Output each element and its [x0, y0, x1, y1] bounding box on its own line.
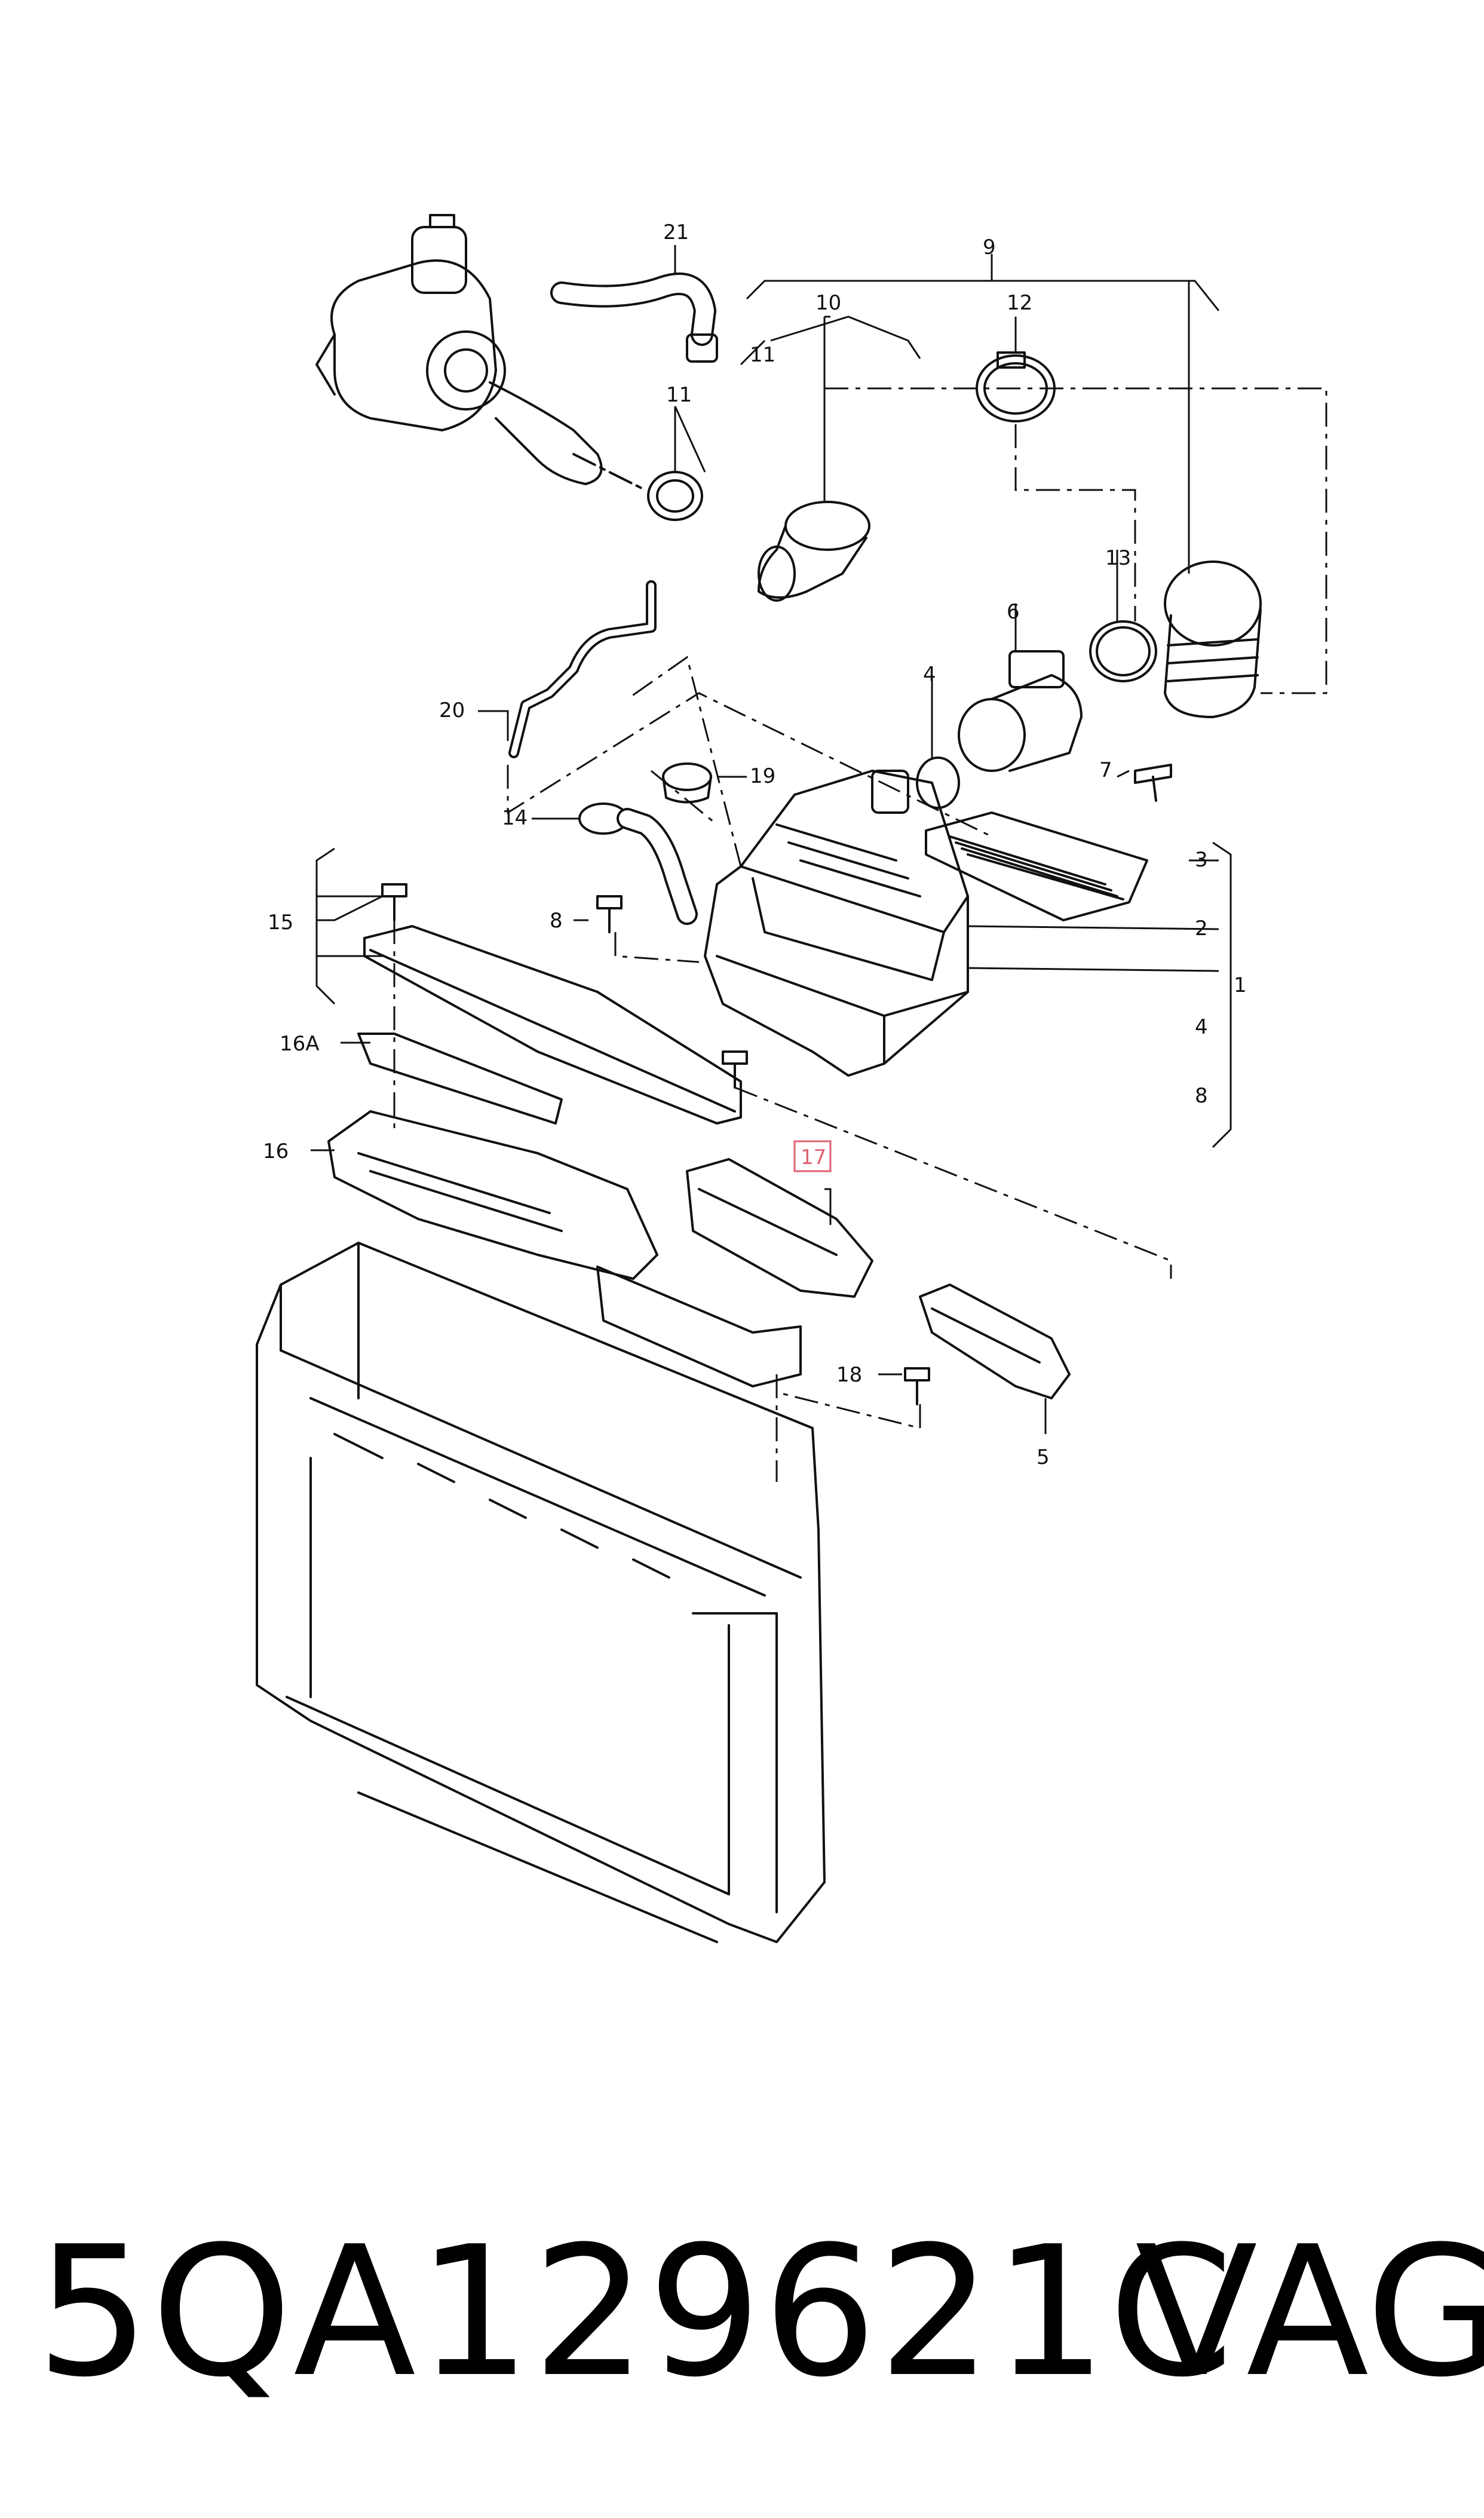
part-number: 5QA129621C	[36, 2208, 1235, 2416]
screw	[1134, 764, 1172, 802]
intake-snorkel-pipe	[578, 802, 698, 925]
callout-21: 21	[663, 220, 689, 244]
screw-8a	[596, 895, 623, 933]
callout-9: 9	[983, 235, 996, 259]
callout-15: 15	[268, 911, 293, 935]
callout-18: 18	[836, 1363, 862, 1387]
callout-11: 11	[666, 383, 692, 407]
screw-18	[904, 1367, 930, 1405]
air-mass-meter	[958, 650, 1083, 772]
air-duct-16	[327, 1110, 802, 1387]
intake-elbow	[758, 501, 870, 602]
intake-hose	[1164, 560, 1262, 718]
seal-ring-2	[916, 756, 960, 809]
callout-16: 16	[263, 1139, 289, 1163]
callout-2: 2	[1195, 917, 1208, 941]
screw-8b	[381, 883, 407, 921]
air-guide-16a	[357, 1033, 563, 1125]
callout-3: 3	[1195, 848, 1208, 872]
callout-19: 19	[750, 764, 775, 788]
callout-20: 20	[439, 699, 465, 722]
callout-16a: 16A	[280, 1032, 320, 1056]
callout-1: 1	[1234, 973, 1247, 997]
leader-lines	[393, 387, 1327, 1482]
callout-4-top: 4	[923, 663, 936, 687]
highlight-box-17	[793, 1140, 832, 1172]
breather-hose	[550, 272, 718, 363]
callout-8: 8	[550, 909, 563, 933]
callout-6: 6	[1007, 600, 1020, 624]
turbocharger	[315, 214, 603, 485]
air-intake-duct-17	[686, 1158, 873, 1298]
callout-7: 7	[1099, 758, 1112, 782]
callout-8-right: 8	[1195, 1084, 1208, 1108]
vent-pipe	[508, 580, 657, 758]
callout-12: 12	[1007, 291, 1032, 315]
exploded-parts-diagram: 21 9 10 12 11 11 13 6 4 7 20 19 14 3 2 1…	[256, 214, 1327, 1943]
callout-4: 4	[1195, 1015, 1208, 1039]
callout-17: 17	[801, 1145, 826, 1169]
air-intake-5	[919, 1283, 1071, 1399]
screw-8c	[722, 1050, 748, 1089]
solid-leaders	[311, 245, 1232, 1434]
brand-label: VAG	[1135, 2208, 1484, 2416]
leader-line	[572, 453, 646, 491]
air-filter-housing	[704, 770, 969, 1077]
callout-14: 14	[502, 806, 528, 830]
front-end-carrier	[256, 1242, 826, 1943]
cover-panel	[363, 925, 742, 1125]
callout-11-top: 11	[750, 343, 775, 367]
callout-10: 10	[815, 291, 841, 315]
callout-5: 5	[1037, 1445, 1050, 1469]
air-filter-element	[925, 811, 1148, 921]
hose-clamp-2	[1089, 620, 1157, 682]
grommet	[662, 762, 712, 791]
callout-13: 13	[1105, 546, 1131, 570]
